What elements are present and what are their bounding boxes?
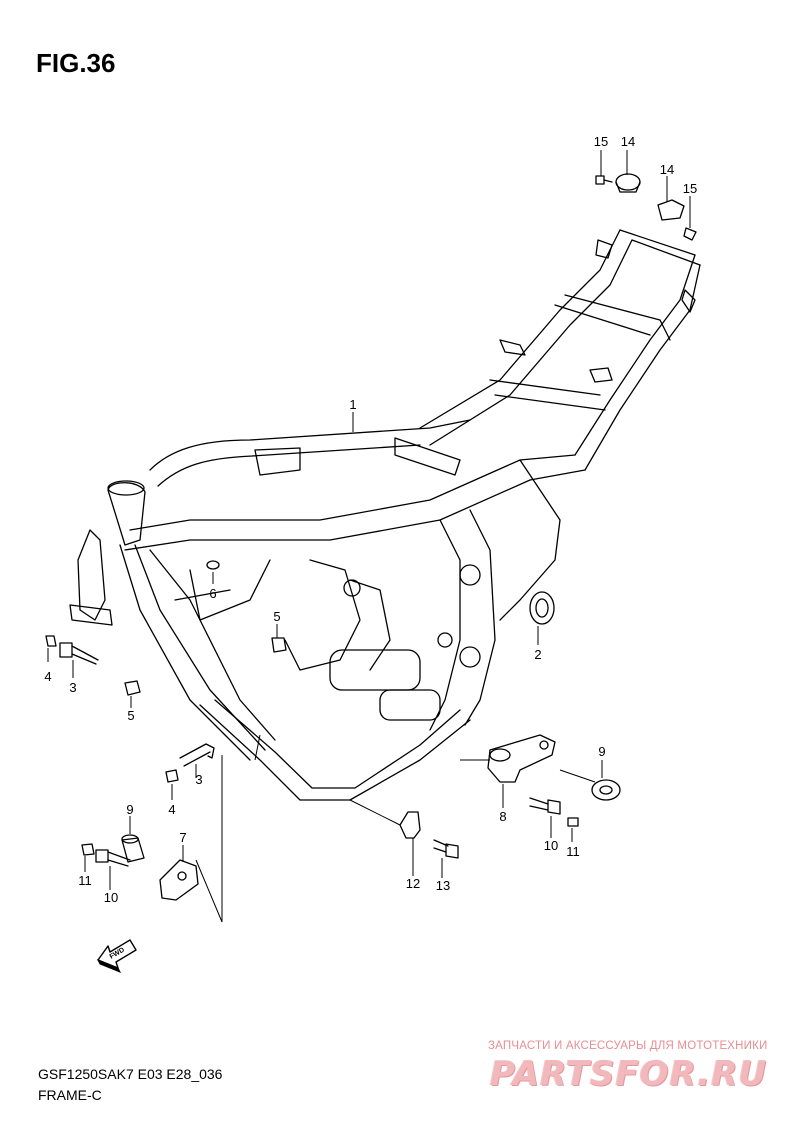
nut-part — [45, 635, 57, 647]
callout-label: 7 — [179, 830, 186, 845]
watermark-tagline: ЗАПЧАСТИ И АКСЕССУАРЫ ДЛЯ МОТОТЕХНИКИ — [488, 1040, 768, 1052]
bolt-part — [683, 227, 697, 241]
callout-label: 10 — [544, 838, 558, 853]
leader-lines — [47, 150, 691, 923]
callout-label: 6 — [209, 586, 216, 601]
clamp-part — [399, 811, 421, 839]
callout-label: 12 — [406, 876, 420, 891]
bolt-part — [179, 743, 215, 767]
callout-label: 5 — [127, 708, 134, 723]
callout-label: 8 — [499, 809, 506, 824]
grommet-part — [529, 591, 555, 625]
nut-part — [81, 843, 95, 856]
watermark: ЗАПЧАСТИ И АКСЕССУАРЫ ДЛЯ МОТОТЕХНИКИ PA… — [488, 1040, 788, 1100]
nut-part — [124, 680, 141, 696]
callout-label: 5 — [273, 609, 280, 624]
callout-label: 15 — [683, 181, 697, 196]
nut-part — [165, 769, 179, 783]
cap-part — [657, 199, 685, 221]
engine-mount-bracket-part — [159, 859, 199, 901]
figure-title: FIG.36 — [36, 48, 116, 78]
callout-label: 4 — [44, 669, 51, 684]
callout-label: 11 — [566, 844, 580, 859]
callout-label: 2 — [534, 647, 541, 662]
callout-label: 10 — [104, 890, 118, 905]
cap-part — [615, 173, 641, 193]
bolt-part — [95, 849, 131, 867]
bolt-part — [59, 642, 99, 665]
bolt-part — [433, 839, 459, 859]
nut-part — [567, 817, 579, 827]
callout-label: 9 — [126, 802, 133, 817]
callout-label: 14 — [621, 134, 635, 149]
callout-label: 3 — [195, 772, 202, 787]
section-name: FRAME-C — [38, 1087, 102, 1103]
callout-labels: 15 14 14 15 1 6 5 4 3 5 2 3 4 9 7 11 10 … — [44, 134, 697, 905]
spacer-part — [121, 834, 145, 863]
callout-label: 3 — [69, 680, 76, 695]
main-frame-part — [69, 229, 701, 801]
bolt-part — [595, 175, 613, 185]
forward-arrow-icon: FWD — [96, 939, 137, 973]
callout-label: 15 — [594, 134, 608, 149]
watermark-brand: PARTSFOR.RU — [490, 1054, 768, 1094]
spacer-part — [591, 779, 621, 801]
nut-part — [271, 637, 287, 653]
callout-label: 1 — [349, 397, 356, 412]
bolt-part — [529, 797, 561, 815]
model-code: GSF1250SAK7 E03 E28_036 — [38, 1066, 223, 1082]
callout-label: 14 — [660, 162, 674, 177]
callout-label: 9 — [598, 744, 605, 759]
engine-mount-bracket-part — [487, 734, 556, 783]
callout-label: 11 — [78, 873, 92, 888]
plug-part — [206, 560, 220, 570]
callout-label: 13 — [436, 878, 450, 893]
callout-label: 4 — [168, 802, 175, 817]
